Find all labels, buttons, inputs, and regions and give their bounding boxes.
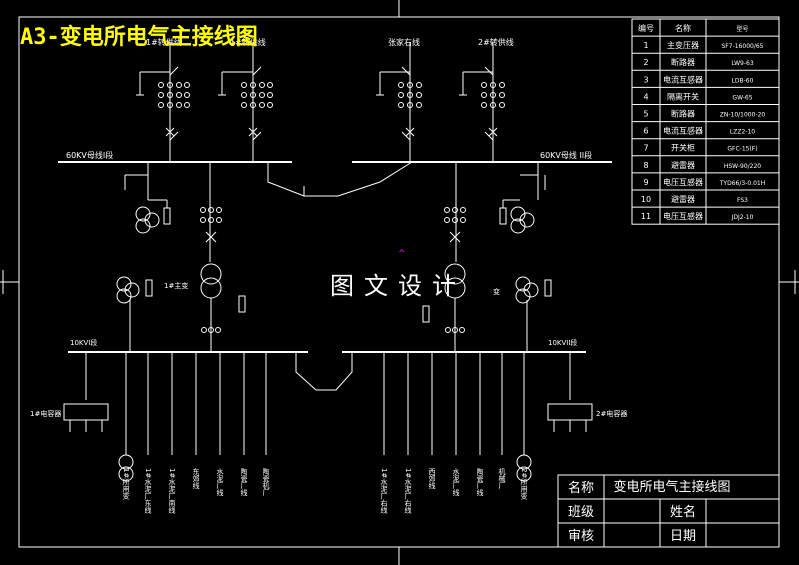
left-feeder-label: 陶瓷机厂 [262,467,270,497]
equipment-table-cell: 10 [641,195,651,204]
right-feeder-label: 1#水泥厂右线 [380,468,388,513]
pt-bays-60kv [124,162,546,234]
capacitor-bays [63,352,593,432]
incoming-line-1: 1#转供线 [146,37,182,47]
equipment-table-cell: 电流互感器 [663,126,703,136]
left-feeder-label: 东郊线 [192,467,200,489]
transformer-1-label: 1#主变 [164,281,188,290]
title-block-person-label: 姓名 [670,504,696,520]
left-feeder-label: 1#水泥厂南线 [168,468,176,513]
capacitor-2-label: 2#电容器 [596,409,627,418]
transformer-2-label: 变 [493,287,500,296]
equipment-table-cell: 避雷器 [671,160,695,170]
equipment-table-cell: 6 [643,127,648,136]
equipment-table-cell: JDJ2-10 [731,214,754,221]
equipment-table-cell: GFC-15(F) [727,146,757,153]
equipment-table-cell: 2 [643,58,648,67]
left-feeder-label: 1#所用变 [122,468,130,500]
equipment-table-cell: 避雷器 [671,194,695,204]
title-block-review-label: 审核 [568,529,594,544]
equipment-table-cell: TYD66/3-0.01H [719,180,765,187]
left-feeder-label: 水泥厂线 [216,467,224,496]
right-feeder-label: 西郊线 [428,468,436,489]
right-feeder-label: 水泥厂线 [452,467,460,496]
feeder-labels: 1#所用变 1#水泥厂东线 1#水泥厂南线 东郊线 水泥厂线 陶瓷厂线 陶瓷机厂 1#水泥厂右… [122,467,528,513]
bus-60kv-2-label: 60KV母线 II段 [540,150,592,160]
feeders-left-lines [118,352,267,482]
equipment-table-cell: 9 [643,178,648,187]
equipment-table-cell: GW-65 [732,94,752,101]
equipment-table-cell: FS3 [737,197,748,204]
watermark-text: 图文设计 [330,272,466,300]
transformer-bays [200,162,466,352]
equipment-table-cell: 断路器 [671,109,695,119]
right-feeder-label: 机械厂 [498,467,506,490]
equipment-table: 编号 名称 型号 1 主变压器 SF7-16000/65 2 断路器 LW9-63 3 电流互感器 L… [631,18,780,225]
right-feeder-label: 2#所用变 [520,468,528,500]
title-block-name-label: 名称 [568,480,594,496]
title-block-name-value: 变电所电气主接线图 [613,479,730,495]
left-feeder-label: 陶瓷厂线 [240,467,248,496]
title-block [557,474,780,548]
equipment-table-cell: 5 [643,110,648,119]
title-block-date-label: 日期 [670,529,696,544]
incoming-line-2: 1#转供线 [230,37,266,47]
pt-bays-10kv [116,276,552,352]
equipment-table-cell: 7 [643,144,648,153]
incoming-line-3: 张家右线 [388,37,420,47]
capacitor-1-label: 1#电容器 [30,409,61,418]
equipment-table-cell: 电流互感器 [663,74,703,84]
equipment-table-cell: LDB-60 [732,77,754,84]
equipment-table-cell: 4 [643,92,648,101]
right-feeder-label: 陶瓷厂线 [476,467,484,496]
bus-60kv-1-label: 60KV母线I段 [66,150,113,160]
equipment-table-cell: 主变压器 [667,40,699,50]
feeders-right-lines [383,352,532,482]
equipment-table-cell: 隔离开关 [667,91,699,101]
incoming-line-4: 2#转供线 [478,37,514,47]
equipment-table-header: 编号 [638,23,654,33]
equipment-table-header: 名称 [675,23,691,33]
insertion-mark: ^ [398,249,406,259]
incoming-bays [136,42,505,162]
equipment-table-cell: ZN-10/1000-20 [720,112,766,119]
equipment-table-cell: 8 [643,161,648,170]
equipment-table-cell: 1 [643,41,648,50]
equipment-table-cell: 电压互感器 [663,177,703,187]
equipment-table-cell: HSW-90/220 [724,163,761,170]
left-feeder-label: 1#水泥厂东线 [144,468,152,513]
equipment-table-cell: 断路器 [671,57,695,67]
equipment-table-cell: SF7-16000/65 [722,43,764,50]
equipment-table-cell: LZZ2-10 [730,129,755,136]
equipment-table-cell: 电压互感器 [663,211,703,221]
right-feeder-label: 1#水泥厂右线 [404,468,412,513]
equipment-table-header: 型号 [736,25,748,33]
equipment-table-cell: 开关柜 [671,143,695,153]
equipment-table-cell: LW9-63 [731,60,754,67]
equipment-table-cell: 3 [643,75,648,84]
equipment-table-cell: 11 [641,212,651,221]
bus-10kv-2-label: 10KVII段 [548,338,577,347]
bus-10kv-1-label: 10KVI段 [70,338,97,347]
title-block-class-label: 班级 [568,505,594,520]
drawing-title: A3-变电所电气主接线图 [20,25,258,50]
